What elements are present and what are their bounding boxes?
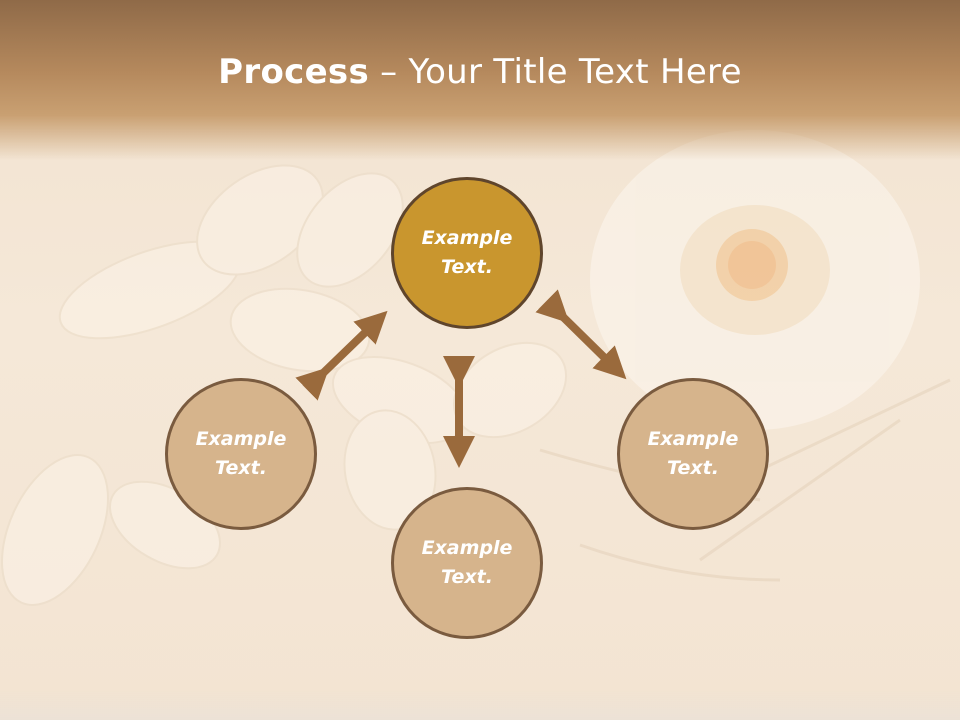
center-line1: Example <box>421 227 513 249</box>
bottom-line2: Text. <box>441 566 493 588</box>
right-line2: Text. <box>667 457 719 479</box>
right-line1: Example <box>647 428 739 450</box>
center-line2: Text. <box>441 256 493 278</box>
process-node-right[interactable]: Example Text. <box>617 378 769 530</box>
title-bold-part: Process <box>218 52 370 92</box>
process-node-right-label: Example Text. <box>633 425 753 483</box>
process-node-center-label: Example Text. <box>407 224 527 282</box>
process-node-left[interactable]: Example Text. <box>165 378 317 530</box>
arrow-center-right <box>535 289 627 380</box>
bottom-line1: Example <box>421 537 513 559</box>
process-node-bottom-label: Example Text. <box>407 534 527 592</box>
process-node-bottom[interactable]: Example Text. <box>391 487 543 639</box>
left-line1: Example <box>195 428 287 450</box>
bottom-strip <box>0 690 960 720</box>
title-bar <box>0 0 960 160</box>
process-node-center[interactable]: Example Text. <box>391 177 543 329</box>
left-line2: Text. <box>215 457 267 479</box>
title-rest-part: – Your Title Text Here <box>369 52 742 92</box>
process-node-left-label: Example Text. <box>181 425 301 483</box>
slide-title: Process – Your Title Text Here <box>0 52 960 92</box>
arrow-center-left <box>295 310 388 401</box>
